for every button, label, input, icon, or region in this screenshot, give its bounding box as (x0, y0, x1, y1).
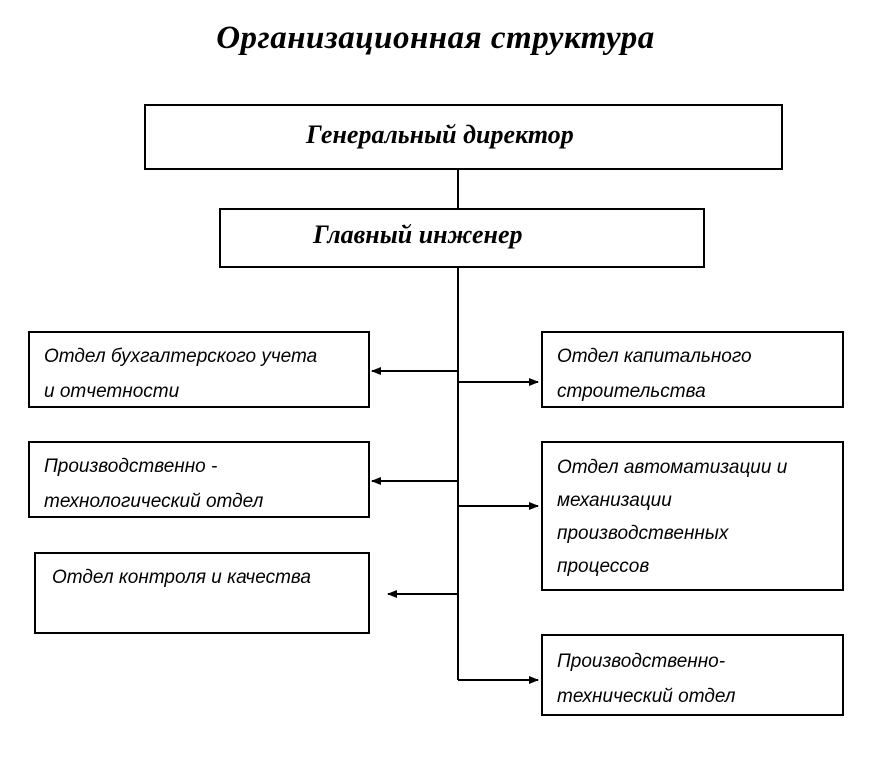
general-director-label: Генеральный директор (306, 120, 574, 149)
quality-control-department-label: Отдел контроля и качества (52, 567, 311, 588)
capital-construction-department-label: Отдел капитального строительства (557, 346, 752, 402)
production-technical-department-box: Производственно- технический отдел (541, 634, 844, 716)
quality-control-department-box: Отдел контроля и качества (34, 552, 370, 634)
accounting-department-box: Отдел бухгалтерского учета и отчетности (28, 331, 370, 408)
chief-engineer-box: Главный инженер (219, 208, 705, 268)
general-director-box: Генеральный директор (144, 104, 783, 170)
capital-construction-department-box: Отдел капитального строительства (541, 331, 844, 408)
production-technical-department-label: Производственно- технический отдел (557, 651, 736, 707)
diagram-title: Организационная структура (216, 20, 655, 56)
production-technological-department-label: Производственно - технологический отдел (44, 456, 264, 512)
chief-engineer-label: Главный инженер (313, 220, 523, 249)
production-technological-department-box: Производственно - технологический отдел (28, 441, 370, 518)
accounting-department-label: Отдел бухгалтерского учета и отчетности (44, 346, 318, 402)
automation-department-label: Отдел автоматизации и механизации произв… (557, 457, 788, 577)
automation-department-box: Отдел автоматизации и механизации произв… (541, 441, 844, 591)
